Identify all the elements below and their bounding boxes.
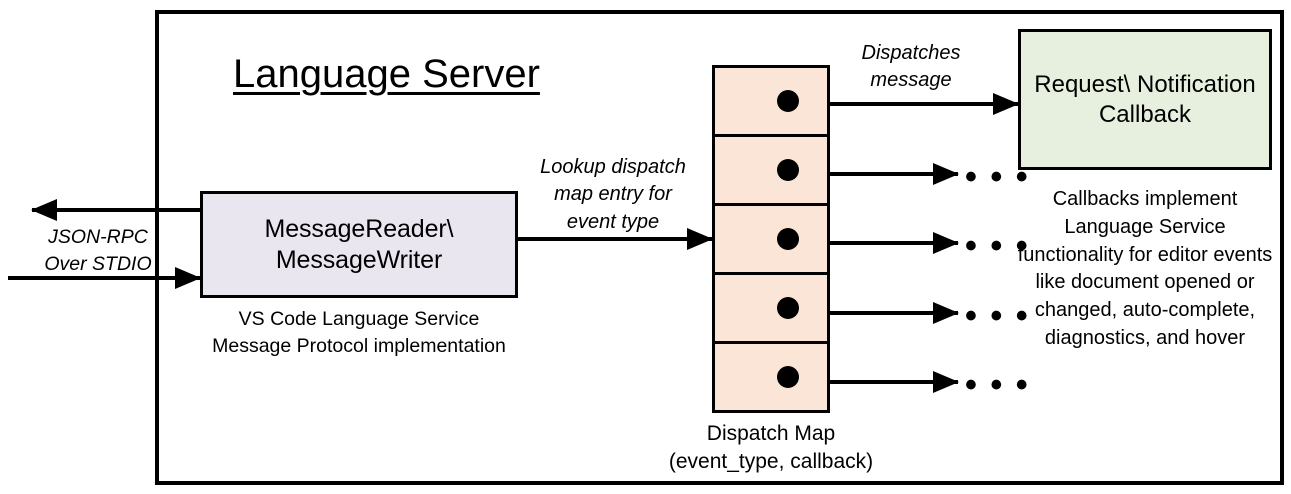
ellipsis-callback-3: • • • [965, 227, 1030, 265]
language-server-boundary [155, 10, 1284, 485]
message-reader-writer-caption: VS Code Language Service Message Protoco… [212, 308, 506, 357]
edge-label-lookup: Lookup dispatch map entry for event type [540, 156, 686, 233]
ellipsis-callback-5: • • • [965, 366, 1030, 404]
callback-caption: Callbacks implement Language Service fun… [1017, 188, 1273, 349]
ellipsis-callback-2: • • • [965, 158, 1030, 196]
request-notification-callback-node[interactable]: Request\ Notification Callback [1018, 29, 1272, 170]
message-reader-writer-label: MessageReader\ MessageWriter [264, 215, 454, 274]
request-notification-callback-label: Request\ Notification Callback [1034, 70, 1256, 128]
dispatch-map-cell[interactable] [715, 68, 827, 137]
message-reader-writer-node[interactable]: MessageReader\ MessageWriter [200, 191, 518, 298]
edge-label-jsonrpc: JSON-RPC Over STDIO [44, 226, 152, 276]
dispatch-map-cell[interactable] [715, 137, 827, 206]
dispatch-entry-dot-icon [777, 366, 799, 388]
ellipsis-callback-4: • • • [965, 297, 1030, 335]
dispatch-map-cell[interactable] [715, 344, 827, 410]
edge-label-dispatches: Dispatches message [861, 42, 961, 92]
dispatch-entry-dot-icon [777, 159, 799, 181]
dispatch-map-cell[interactable] [715, 275, 827, 344]
page-title: Language Server [233, 52, 540, 96]
dispatch-map-caption: Dispatch Map (event_type, callback) [668, 422, 874, 473]
dispatch-map-cell[interactable] [715, 206, 827, 275]
dispatch-entry-dot-icon [777, 90, 799, 112]
dispatch-entry-dot-icon [777, 228, 799, 250]
dispatch-entry-dot-icon [777, 297, 799, 319]
dispatch-map-node[interactable] [712, 65, 830, 413]
